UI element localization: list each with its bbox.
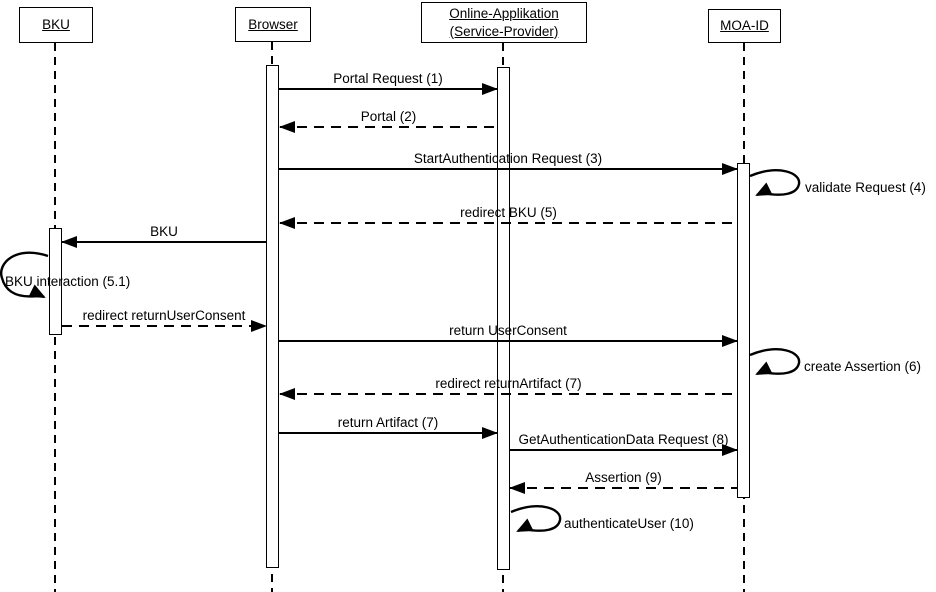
message-start-authentication-request-label: StartAuthentication Request (3) <box>413 151 603 166</box>
message-redirect-bku-label: redirect BKU (5) <box>460 205 557 220</box>
self-message-bku-interaction-label: BKU interaction (5.1) <box>5 274 131 289</box>
self-message-create-assertion-loop-icon <box>749 348 801 376</box>
message-return-user-consent-line <box>279 340 737 342</box>
arrowhead-right-icon <box>722 334 738 347</box>
message-return-artifact-line <box>279 432 497 434</box>
actor-bku: BKU <box>19 7 93 43</box>
message-portal-request-label: Portal Request (1) <box>333 71 443 86</box>
actor-online-app-label: Online-Applikation (Service-Provider) <box>449 5 559 39</box>
arrowhead-left-icon <box>61 235 77 248</box>
activation-online-app <box>497 67 510 570</box>
self-message-authenticate-user-label: authenticateUser (10) <box>564 516 694 531</box>
arrowhead-right-icon <box>482 426 498 439</box>
message-redirect-return-artifact-label: redirect returnArtifact (7) <box>435 376 582 391</box>
activation-moa-id <box>737 163 750 498</box>
activation-browser <box>266 65 279 568</box>
message-portal-label: Portal (2) <box>360 109 417 124</box>
arrowhead-left-icon <box>279 120 295 133</box>
message-portal-line <box>280 126 497 128</box>
message-bku-label: BKU <box>150 224 178 239</box>
self-message-authenticate-user-loop-icon <box>510 505 562 533</box>
arrowhead-left-icon <box>279 216 295 229</box>
message-redirect-return-user-consent-label: redirect returnUserConsent <box>82 308 246 323</box>
actor-browser-label: Browser <box>248 16 298 32</box>
actor-moa-id-label: MOA-ID <box>720 18 769 34</box>
self-message-validate-request-label: validate Request (4) <box>805 180 926 195</box>
message-get-authentication-data-request-line <box>510 449 737 451</box>
message-get-authentication-data-request-label: GetAuthenticationData Request (8) <box>518 432 729 447</box>
actor-browser: Browser <box>235 7 311 42</box>
self-message-bku-interaction-loop-icon <box>0 251 49 299</box>
actor-moa-id: MOA-ID <box>708 9 781 43</box>
message-redirect-bku-line <box>280 222 737 224</box>
actor-bku-label: BKU <box>42 17 70 33</box>
message-portal-request-line <box>279 88 497 90</box>
activation-bku <box>49 228 62 335</box>
arrowhead-right-icon <box>251 319 267 332</box>
message-bku-line <box>62 241 266 243</box>
arrowhead-left-icon <box>279 387 295 400</box>
message-return-artifact-label: return Artifact (7) <box>337 415 439 430</box>
actor-online-app: Online-Applikation (Service-Provider) <box>421 2 587 43</box>
self-message-validate-request-loop-icon <box>749 169 801 197</box>
arrowhead-right-icon <box>722 162 738 175</box>
message-redirect-return-artifact-line <box>280 393 737 395</box>
message-assertion-label: Assertion (9) <box>585 470 662 485</box>
self-message-create-assertion-label: create Assertion (6) <box>804 359 922 374</box>
message-redirect-return-user-consent-line <box>62 325 266 327</box>
arrowhead-right-icon <box>482 82 498 95</box>
message-start-authentication-request-line <box>279 168 737 170</box>
arrowhead-right-icon <box>722 443 738 456</box>
message-assertion-line <box>510 487 737 489</box>
message-return-user-consent-label: return UserConsent <box>449 323 567 338</box>
arrowhead-left-icon <box>509 481 525 494</box>
